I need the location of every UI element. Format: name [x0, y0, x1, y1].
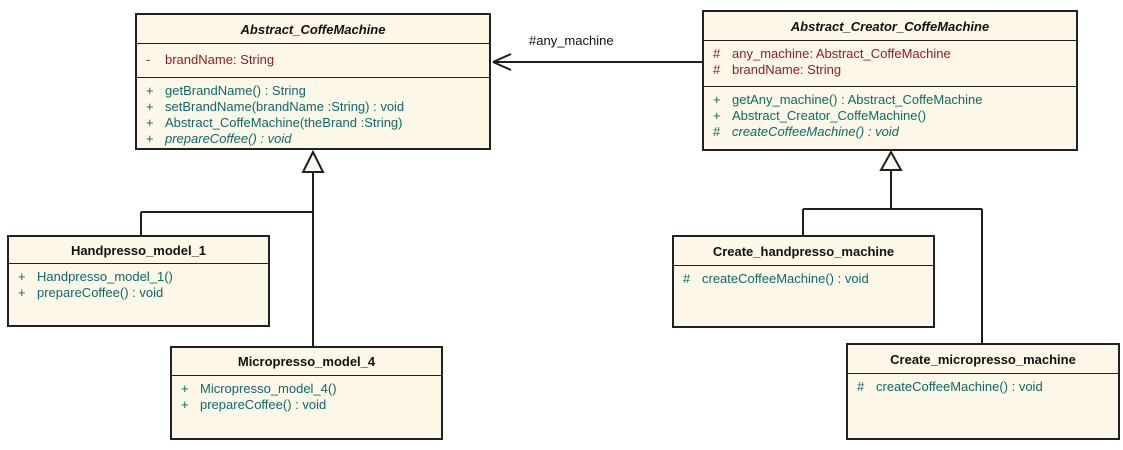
- visibility-symbol: +: [146, 115, 154, 130]
- visibility-symbol: +: [146, 99, 154, 114]
- methods-compartment: # createCoffeeMachine() : void: [674, 265, 933, 326]
- method-row: + prepareCoffee() : void: [137, 131, 489, 147]
- visibility-symbol: +: [181, 397, 189, 412]
- methods-compartment: + getAny_machine() : Abstract_CoffeMachi…: [704, 86, 1076, 149]
- visibility-symbol: +: [713, 108, 721, 123]
- method-text: createCoffeeMachine() : void: [702, 271, 869, 286]
- method-row: + prepareCoffee() : void: [9, 285, 268, 301]
- visibility-symbol: +: [181, 381, 189, 396]
- class-title: Handpresso_model_1: [70, 242, 207, 258]
- attributes-compartment: # any_machine: Abstract_CoffeMachine # b…: [704, 40, 1076, 86]
- method-row: # createCoffeeMachine() : void: [674, 271, 933, 287]
- class-micropresso-model-4[interactable]: Micropresso_model_4 + Micropresso_model_…: [170, 346, 443, 440]
- class-create-micropresso-machine[interactable]: Create_micropresso_machine # createCoffe…: [846, 343, 1120, 440]
- method-row: + prepareCoffee() : void: [172, 397, 441, 413]
- class-abstract-coffemachine[interactable]: Abstract_CoffeMachine - brandName: Strin…: [135, 13, 491, 150]
- attribute-text: brandName: String: [165, 52, 275, 67]
- visibility-symbol: #: [713, 62, 721, 77]
- attribute-row: - brandName: String: [137, 49, 489, 68]
- class-title: Abstract_CoffeMachine: [240, 21, 386, 37]
- method-text: setBrandName(brandName :String) : void: [165, 99, 405, 114]
- method-text: Handpresso_model_1(): [37, 269, 173, 284]
- method-row: + getBrandName() : String: [137, 83, 489, 99]
- visibility-symbol: +: [18, 269, 26, 284]
- class-abstract-creator-coffemachine[interactable]: Abstract_Creator_CoffeMachine # any_mach…: [702, 10, 1078, 151]
- method-row: + getAny_machine() : Abstract_CoffeMachi…: [704, 92, 1076, 108]
- method-row: + Handpresso_model_1(): [9, 269, 268, 285]
- method-text: prepareCoffee() : void: [200, 397, 327, 412]
- method-text: Abstract_CoffeMachine(theBrand :String): [165, 115, 403, 130]
- class-title: Create_handpresso_machine: [712, 243, 895, 259]
- method-text: Abstract_Creator_CoffeMachine(): [732, 108, 927, 123]
- methods-compartment: + getBrandName() : String + setBrandName…: [137, 77, 489, 148]
- visibility-symbol: #: [713, 124, 721, 139]
- method-text: createCoffeeMachine() : void: [732, 124, 899, 139]
- generalization-left-tree: [140, 172, 314, 346]
- attribute-row: # brandName: String: [704, 62, 1076, 78]
- association-label-any-machine: #any_machine: [529, 33, 614, 48]
- attribute-text: any_machine: Abstract_CoffeMachine: [732, 46, 951, 61]
- methods-compartment: + Handpresso_model_1() + prepareCoffee()…: [9, 263, 268, 325]
- generalization-triangle-right: [879, 149, 903, 171]
- visibility-symbol: -: [146, 52, 151, 67]
- class-title: Micropresso_model_4: [237, 354, 376, 369]
- visibility-symbol: #: [683, 271, 691, 286]
- method-row: + Abstract_CoffeMachine(theBrand :String…: [137, 115, 489, 131]
- method-text: prepareCoffee() : void: [165, 131, 292, 146]
- method-row: + Abstract_Creator_CoffeMachine(): [704, 108, 1076, 124]
- method-text: createCoffeeMachine() : void: [876, 379, 1043, 394]
- generalization-triangle-left: [301, 149, 325, 173]
- method-row: # createCoffeeMachine() : void: [704, 124, 1076, 140]
- class-title: Create_micropresso_machine: [890, 351, 1076, 367]
- method-text: getBrandName() : String: [165, 83, 306, 98]
- visibility-symbol: +: [713, 92, 721, 107]
- method-row: + Micropresso_model_4(): [172, 381, 441, 397]
- visibility-symbol: +: [146, 83, 154, 98]
- attributes-compartment: - brandName: String: [137, 43, 489, 77]
- method-row: # createCoffeeMachine() : void: [848, 379, 1118, 395]
- class-title: Abstract_Creator_CoffeMachine: [790, 18, 990, 34]
- attribute-text: brandName: String: [732, 62, 842, 77]
- methods-compartment: + Micropresso_model_4() + prepareCoffee(…: [172, 375, 441, 438]
- method-row: + setBrandName(brandName :String) : void: [137, 99, 489, 115]
- attribute-row: # any_machine: Abstract_CoffeMachine: [704, 46, 1076, 62]
- method-text: Micropresso_model_4(): [200, 381, 337, 396]
- method-text: getAny_machine() : Abstract_CoffeMachine: [732, 92, 983, 107]
- class-create-handpresso-machine[interactable]: Create_handpresso_machine # createCoffee…: [672, 235, 935, 328]
- visibility-symbol: +: [146, 131, 154, 146]
- association-any-machine-arrow: [492, 53, 702, 71]
- generalization-right-tree: [802, 170, 983, 343]
- method-text: prepareCoffee() : void: [37, 285, 164, 300]
- visibility-symbol: #: [857, 379, 865, 394]
- visibility-symbol: #: [713, 46, 721, 61]
- methods-compartment: # createCoffeeMachine() : void: [848, 373, 1118, 438]
- visibility-symbol: +: [18, 285, 26, 300]
- class-handpresso-model-1[interactable]: Handpresso_model_1 + Handpresso_model_1(…: [7, 235, 270, 327]
